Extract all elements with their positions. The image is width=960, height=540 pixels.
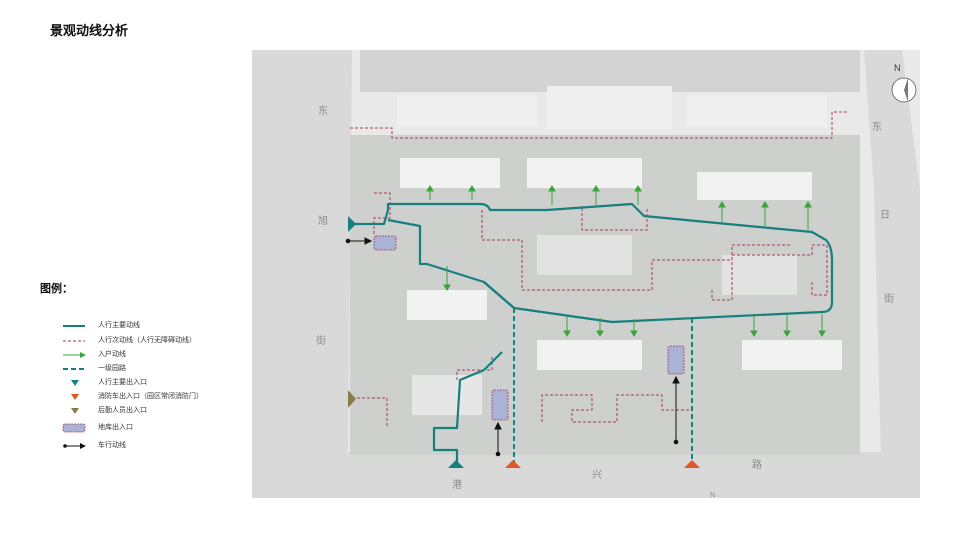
east-road (864, 50, 920, 498)
secondary-path-center (481, 210, 792, 291)
service-entrance-west-icon (348, 390, 356, 408)
south-road (252, 452, 920, 498)
west-road-label-1: 东 (318, 104, 328, 117)
entry-arrow-swatch (63, 352, 86, 358)
east-road-label-1: 东 (872, 120, 882, 133)
garage-entrance-west (373, 235, 397, 251)
fire-entrance-triangle-icon (71, 394, 79, 400)
south-road-label-3: 路 (752, 458, 762, 471)
main-path-diagonal (483, 281, 515, 309)
central-plaza (537, 235, 632, 275)
site-plan-map: N 东 旭 街 东 日 街 港 兴 路 N (252, 50, 920, 498)
legend-label: 入户动线 (98, 351, 126, 358)
main-paths (352, 202, 834, 462)
secondary-paths (350, 111, 847, 428)
legend-label: 后勤人员出入口 (98, 407, 147, 414)
west-road-label-2: 旭 (318, 215, 328, 227)
block-1 (400, 158, 500, 188)
main-entrance-west-icon (348, 216, 356, 232)
garage-entrance-swatch (62, 423, 86, 433)
north-buildings (360, 50, 860, 92)
legend-label: 一级园路 (98, 365, 126, 372)
legend-label: 人行次动线（人行无障碍动线） (98, 337, 196, 344)
vehicle-arrow-swatch (63, 443, 86, 449)
secondary-path-swatch (63, 340, 85, 342)
block-2 (527, 158, 642, 188)
legend-item-secondary-path: 人行次动线（人行无障碍动线） (60, 335, 260, 347)
block-6 (742, 340, 842, 370)
north-compass-icon (891, 77, 917, 103)
legend-item-service-entrance: 后勤人员出入口 (60, 405, 260, 417)
legend-item-vehicle-path: 车行动线 (60, 440, 260, 452)
compass-label: N (894, 63, 901, 73)
fire-entrance-south-icon (505, 460, 521, 468)
fire-entrance-east-icon (684, 460, 700, 468)
north-building-b (547, 86, 672, 130)
legend-item-primary-garden-path: 一级园路 (60, 363, 260, 375)
primary-garden-paths (513, 308, 693, 462)
east-road-label-2: 日 (880, 210, 890, 221)
east-road-label-3: 街 (884, 292, 894, 305)
legend-label: 人行主要动线 (98, 322, 140, 329)
legend-title: 图例： (40, 283, 73, 295)
garage-entrances (373, 235, 685, 421)
main-entrance-south-icon (448, 460, 464, 468)
block-4 (407, 290, 487, 320)
secondary-path-north (350, 111, 847, 139)
legend-item-garage-entrance: 地库出入口 (60, 422, 260, 434)
secondary-path-plaza (581, 208, 648, 231)
south-road-label-2: 兴 (592, 469, 602, 481)
north-building-c (687, 95, 827, 127)
page-title: 景观动线分析 (50, 23, 129, 38)
main-path-swatch (63, 325, 85, 327)
west-road (252, 50, 352, 498)
legend-item-entry-path: 入户动线 (60, 349, 260, 361)
block-3 (697, 172, 812, 200)
legend-label: 人行主要出入口 (98, 379, 147, 386)
legend-label: 地库出入口 (98, 424, 133, 431)
south-west-building (412, 375, 482, 415)
main-path-south-west (432, 351, 503, 462)
secondary-path-east (711, 244, 828, 301)
main-entrance-triangle-icon (71, 380, 79, 386)
legend-item-main-path: 人行主要动线 (60, 320, 260, 332)
bottom-north-label: N (710, 492, 715, 498)
garage-entrance-south (491, 389, 509, 421)
service-entrance-triangle-icon (71, 408, 79, 414)
garage-entrance-east (667, 345, 685, 375)
legend-label: 消防车出入口（园区常闭消防门） (98, 393, 203, 400)
legend-item-main-entrance: 人行主要出入口 (60, 377, 260, 389)
secondary-path-south (541, 394, 692, 423)
block-5 (537, 340, 642, 370)
south-road-label-1: 港 (452, 479, 462, 491)
main-path-loop (352, 202, 834, 324)
vehicle-paths (345, 237, 680, 457)
east-plaza (722, 255, 797, 295)
legend-label: 车行动线 (98, 442, 126, 449)
north-building-a (397, 95, 537, 127)
west-road-label-3: 街 (316, 334, 326, 347)
legend-item-fire-entrance: 消防车出入口（园区常闭消防门） (60, 391, 260, 403)
entry-arrows (426, 185, 826, 337)
primary-garden-path-swatch (63, 368, 85, 370)
secondary-path-service (352, 397, 388, 428)
